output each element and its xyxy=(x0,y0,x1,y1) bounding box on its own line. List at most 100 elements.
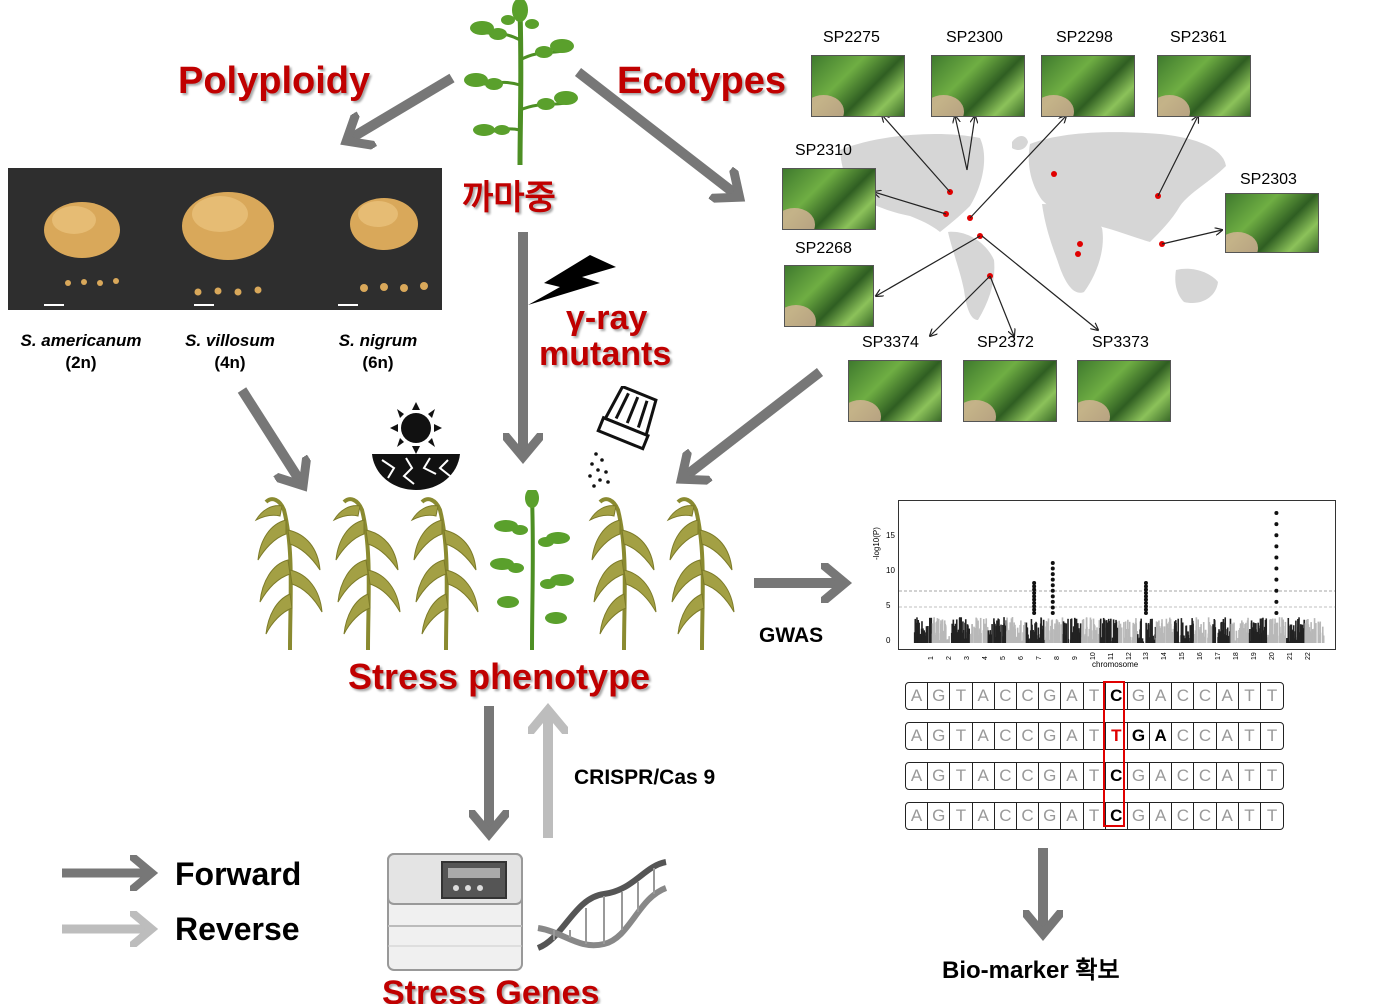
nucleotide: G xyxy=(1039,723,1062,749)
nucleotide: A xyxy=(1150,763,1173,789)
nucleotide: T xyxy=(1084,803,1106,829)
chromosome-points xyxy=(1286,617,1306,643)
manhattan-plot xyxy=(898,500,1336,650)
nucleotide: T xyxy=(1084,683,1106,709)
nucleotide: C xyxy=(1017,683,1040,709)
ecotype-photo-sp3374 xyxy=(848,360,942,422)
gamma-label-line1: γ-ray xyxy=(566,299,648,337)
chromosome-points xyxy=(969,617,989,643)
chromosome-tick: 6 xyxy=(1017,656,1025,660)
nucleotide: A xyxy=(1061,763,1084,789)
manhattan-ytick-10: 10 xyxy=(886,566,895,575)
nucleotide: T xyxy=(1239,763,1261,789)
nucleotide: A xyxy=(906,723,929,749)
species-villosum: S. villosum(4n) xyxy=(160,330,300,374)
nucleotide: C xyxy=(1172,683,1195,709)
ecotype-photo-sp2361 xyxy=(1157,55,1251,117)
nucleotide: A xyxy=(1061,683,1084,709)
nucleotide: A xyxy=(1061,803,1084,829)
ecotype-label-sp2310: SP2310 xyxy=(795,142,852,159)
center-plant-label: 까마중 xyxy=(462,179,556,217)
arrow-species-down xyxy=(237,387,302,484)
chromosome-points xyxy=(913,617,933,643)
nucleotide: C xyxy=(1194,723,1217,749)
sequencer-icon xyxy=(387,853,523,971)
ecotype-photo-sp2300 xyxy=(931,55,1025,117)
chromosome-tick: 15 xyxy=(1179,652,1187,660)
nucleotide: A xyxy=(973,723,995,749)
chromosome-tick: 2 xyxy=(945,656,953,660)
manhattan-points xyxy=(899,511,1335,643)
nucleotide: C xyxy=(1106,803,1128,829)
chromosome-tick: 18 xyxy=(1233,652,1241,660)
species-name: S. villosum xyxy=(185,331,275,350)
nucleotide: A xyxy=(973,683,995,709)
nucleotide: G xyxy=(1128,763,1151,789)
chromosome-tick: 1 xyxy=(928,656,935,660)
nucleotide: T xyxy=(1106,723,1128,749)
gwas-label: GWAS xyxy=(759,624,824,647)
polyploidy-label: Polyploidy xyxy=(178,60,371,102)
chromosome-points xyxy=(1304,618,1325,643)
manhattan-ytick-15: 15 xyxy=(886,531,895,540)
crispr-label: CRISPR/Cas 9 xyxy=(574,766,716,789)
nucleotide: T xyxy=(1266,726,1278,745)
chromosome-tick: 8 xyxy=(1053,656,1061,660)
nucleotide: T xyxy=(950,683,973,709)
nucleotide: C xyxy=(1194,803,1217,829)
nucleotide: T xyxy=(950,763,973,789)
legend-forward-label: Forward xyxy=(175,856,302,892)
chromosome-tick: 17 xyxy=(1215,652,1223,660)
chromosome-tick: 3 xyxy=(963,656,971,660)
manhattan-ytick-5: 5 xyxy=(886,601,891,610)
ecotype-label-sp2275: SP2275 xyxy=(823,29,880,46)
ecotype-label-sp2303: SP2303 xyxy=(1240,171,1297,188)
ecotype-photo-sp2298 xyxy=(1041,55,1135,117)
chromosome-points xyxy=(931,617,950,643)
species-ploidy: (2n) xyxy=(65,353,97,372)
chromosome-tick: 9 xyxy=(1071,656,1079,660)
nucleotide: T xyxy=(1084,763,1106,789)
chromosome-tick: 7 xyxy=(1035,656,1043,660)
ecotype-label-sp2361: SP2361 xyxy=(1170,29,1227,46)
ecotype-label-sp2300: SP2300 xyxy=(946,29,1003,46)
chromosome-points xyxy=(1193,617,1213,643)
seed-piles xyxy=(44,192,428,306)
nucleotide: A xyxy=(973,803,995,829)
ecotype-label-sp2298: SP2298 xyxy=(1056,29,1113,46)
nucleotide: C xyxy=(1194,763,1217,789)
ecotype-label-sp3373: SP3373 xyxy=(1092,334,1149,351)
chromosome-tick: 5 xyxy=(999,656,1007,660)
nucleotide: A xyxy=(1150,723,1173,749)
nucleotide: G xyxy=(1039,803,1062,829)
nucleotide: C xyxy=(995,723,1017,749)
species-name: S. americanum xyxy=(20,331,142,350)
nucleotide: T xyxy=(1239,803,1261,829)
nucleotide: C xyxy=(1172,803,1195,829)
salt-shaker-icon xyxy=(588,386,658,488)
stress-phenotype-label: Stress phenotype xyxy=(348,656,651,697)
chromosome-points xyxy=(1267,511,1287,643)
ecotype-photo-sp2372 xyxy=(963,360,1057,422)
nucleotide: C xyxy=(1017,723,1040,749)
chromosome-points xyxy=(1099,617,1120,643)
nucleotide: A xyxy=(1150,803,1173,829)
seed-photo xyxy=(8,168,442,310)
chromosome-tick: 4 xyxy=(981,656,989,660)
nucleotide: C xyxy=(1017,803,1040,829)
chromosome-tick: 20 xyxy=(1269,652,1277,660)
chromosome-tick: 21 xyxy=(1287,652,1295,660)
stress-genes-label: Stress Genes xyxy=(382,974,600,1004)
ecotypes-label: Ecotypes xyxy=(617,60,786,102)
chromosome-points xyxy=(1062,617,1082,643)
chromosome-tick: 13 xyxy=(1143,652,1151,660)
chromosome-points xyxy=(1081,617,1101,643)
nucleotide: A xyxy=(1217,763,1239,789)
nucleotide: T xyxy=(1084,723,1106,749)
nucleotide: T xyxy=(1266,766,1278,785)
lightning-icon xyxy=(528,255,616,305)
nucleotide: C xyxy=(1017,763,1040,789)
